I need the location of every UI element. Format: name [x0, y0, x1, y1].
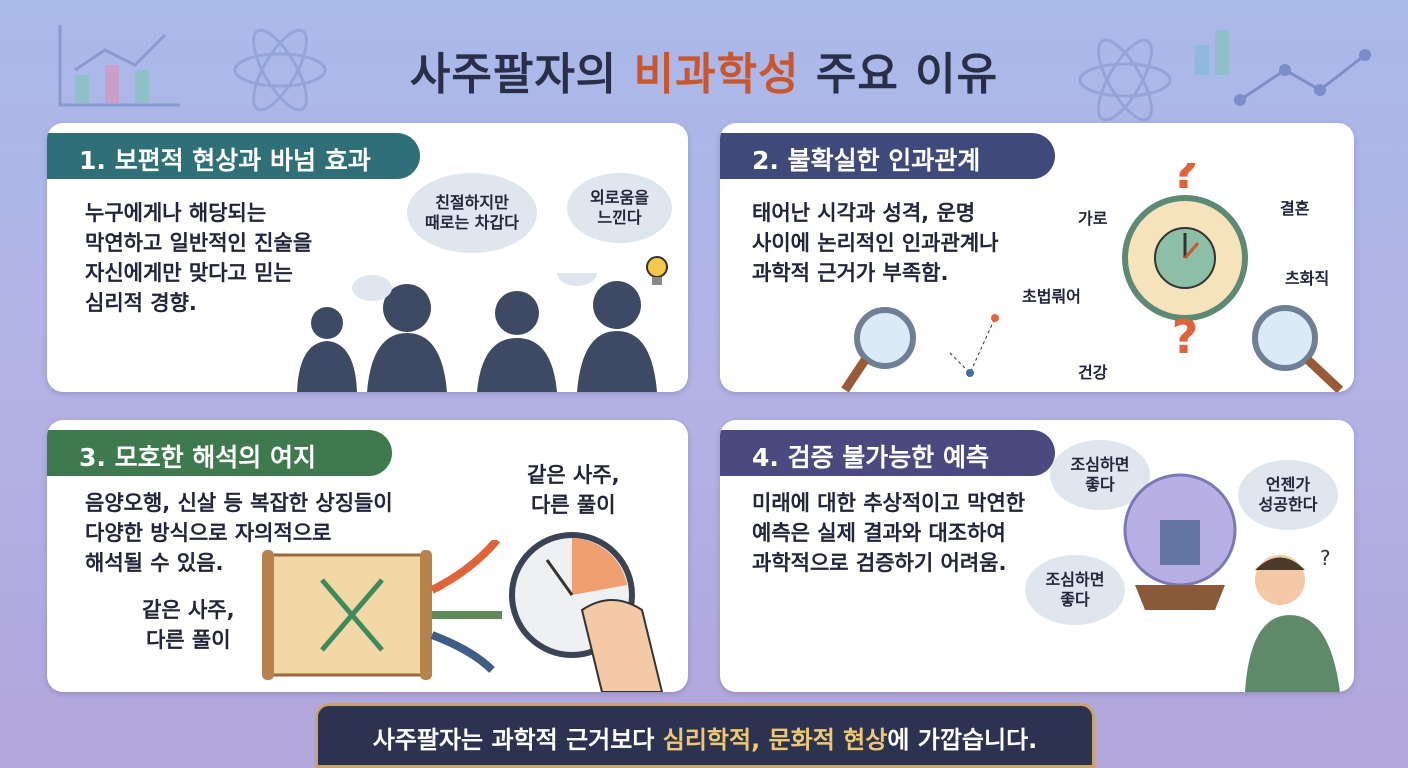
crystal-ball-illustration [1123, 473, 1237, 610]
label-personality: 초법뤄어 [1022, 287, 1081, 306]
panel-heading: 4. 검증 불가능한 예측 [720, 430, 1055, 476]
panel-heading: 1. 보편적 현상과 바넘 효과 [47, 133, 420, 179]
people-silhouettes [297, 273, 657, 392]
conclusion-banner: 사주팔자는 과학적 근거보다 심리학적, 문화적 현상에 가깝습니다. [315, 703, 1095, 768]
svg-text:?: ? [1172, 163, 1199, 199]
fate-dial-illustration: ?? [1122, 163, 1248, 363]
svg-text:?: ? [1320, 546, 1331, 570]
speech-bubble: 조심하면 좋다 [1025, 555, 1125, 625]
atom-deco-icon [233, 28, 327, 112]
clock-hand-illustration [509, 532, 664, 692]
label-career: 츠화직 [1285, 269, 1330, 288]
panel-heading: 3. 모호한 해석의 여지 [47, 430, 392, 476]
label-wealth: 가로 [1078, 209, 1108, 228]
caption-left: 같은 사주, 다른 풀이 [142, 598, 235, 652]
thinking-person-illustration: ? [1245, 546, 1340, 692]
thought-bubble: 친절하지만 때로는 차갑다 [407, 173, 537, 253]
svg-text:?: ? [1172, 310, 1199, 363]
scroll-illustration [262, 540, 502, 680]
caption-right: 같은 사주, 다른 풀이 [527, 463, 620, 517]
label-marriage: 결혼 [1280, 199, 1310, 218]
thought-bubble: 외로움을 느낀다 [567, 173, 672, 243]
label-health: 건강 [1078, 363, 1108, 382]
magnifier-icon [841, 307, 999, 392]
chart-deco-icon [1195, 30, 1371, 106]
lightbulb-icon [646, 256, 668, 285]
magnifier-icon [1252, 305, 1344, 392]
chart-deco-icon [58, 25, 180, 107]
atom-deco-icon [1078, 38, 1172, 122]
page-title: 사주팔자의 비과학성 주요 이유 [409, 49, 999, 100]
speech-bubble: 언젠가 성공한다 [1238, 460, 1338, 530]
panel-heading: 2. 불확실한 인과관계 [720, 133, 1055, 179]
